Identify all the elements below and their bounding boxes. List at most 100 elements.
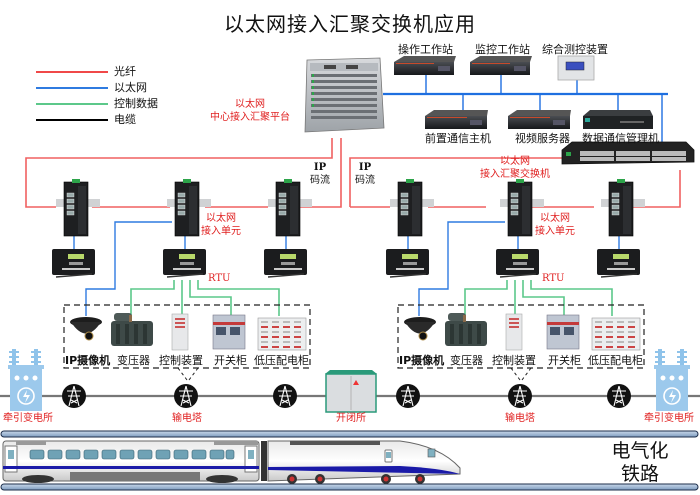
rtu-icon <box>163 249 206 278</box>
substation-label-right: 牵引变电所 <box>644 413 694 424</box>
rail-top <box>0 430 699 438</box>
traction-substation-left-icon <box>8 349 44 411</box>
rtu-label-left: RTU <box>208 273 231 284</box>
control-cabinet-icon <box>171 313 189 351</box>
control-cabinet-icon <box>505 313 523 351</box>
access-unit-label-right: 以太网 接入单元 <box>530 212 580 238</box>
rtu-icon <box>386 249 429 278</box>
legend-swatch-cable <box>36 119 108 121</box>
legend-label: 电缆 <box>114 113 136 126</box>
traction-substation-right-icon <box>654 349 690 411</box>
transformer-icon <box>111 313 153 346</box>
server-label: 前置通信主机 <box>425 132 491 145</box>
industrial-switch-icon <box>268 179 312 237</box>
data-comm-manager-icon <box>583 110 653 129</box>
railway-line2: 铁路 <box>620 463 659 485</box>
railway-label: 电气化 铁路 <box>600 440 680 486</box>
transmission-tower-icon <box>607 384 631 408</box>
device-label: 变压器 <box>117 354 150 367</box>
core-chassis-switch-icon <box>304 57 385 133</box>
core-platform-label: 以太网 中心接入汇聚平台 <box>205 98 295 124</box>
rtu-icon <box>496 249 539 278</box>
industrial-switch-icon <box>167 179 211 237</box>
aggregation-switch-label: 以太网 接入汇聚交换机 <box>470 155 560 181</box>
legend-swatch-fiber <box>36 71 108 73</box>
fiber-ring-right <box>349 157 681 208</box>
server-label: 操作工作站 <box>398 43 453 56</box>
bus-drops <box>425 75 663 146</box>
device-label: 开关柜 <box>548 354 581 367</box>
ip-text: IP <box>313 162 327 173</box>
legend-swatch-control-data <box>36 103 108 105</box>
legend-item-ethernet: 以太网 <box>36 81 236 95</box>
device-label: IP摄像机 <box>65 354 111 367</box>
transmission-tower-icon <box>62 384 86 408</box>
ip-stream-label-right: IP 码流 <box>350 161 380 187</box>
server-label: 数据通信管理机 <box>582 132 659 145</box>
legend-label: 控制数据 <box>114 97 158 110</box>
low-voltage-cabinet-icon <box>591 317 641 351</box>
stream-text: 码流 <box>310 175 330 186</box>
substation-label-left: 牵引变电所 <box>3 413 53 424</box>
switchgear-icon <box>212 314 246 350</box>
device-label: 控制装置 <box>159 354 203 367</box>
industrial-switch-icon <box>56 179 100 237</box>
low-voltage-cabinet-icon <box>257 317 307 351</box>
rtu-icon <box>52 249 95 278</box>
server-label: 视频服务器 <box>515 132 570 145</box>
core-label-line2: 中心接入汇聚平台 <box>210 112 290 123</box>
fiber-ring-left <box>25 138 342 208</box>
device-group-left <box>63 304 311 369</box>
transmission-tower-icon <box>174 384 198 408</box>
railway-line1: 电气化 <box>611 440 669 462</box>
rtu-units <box>52 249 640 278</box>
device-group-right <box>397 304 645 369</box>
industrial-switch-icon <box>601 179 645 237</box>
control-links-left <box>130 280 280 316</box>
device-label: 开关柜 <box>214 354 247 367</box>
ip-camera-icon <box>404 317 436 341</box>
tower-label-left: 输电塔 <box>172 413 202 424</box>
rail-bottom <box>0 483 699 491</box>
control-links-right <box>464 280 613 316</box>
monitoring-workstation-server-icon <box>470 56 532 75</box>
device-label: 低压配电柜 <box>254 354 309 367</box>
device-label: 控制装置 <box>492 354 536 367</box>
access-unit-label-left: 以太网 接入单元 <box>196 212 246 238</box>
legend-label: 以太网 <box>114 81 147 94</box>
ip-text: IP <box>358 162 372 173</box>
ip-camera-icon <box>70 317 102 341</box>
access-line1: 以太网 <box>206 213 236 224</box>
device-label: 低压配电柜 <box>588 354 643 367</box>
tower-label-right: 输电塔 <box>505 413 535 424</box>
high-speed-train-icon <box>2 440 461 484</box>
agg-line1: 以太网 <box>500 156 530 167</box>
access-line1: 以太网 <box>540 213 570 224</box>
legend-swatch-ethernet <box>36 87 108 89</box>
stream-text: 码流 <box>355 175 375 186</box>
measurement-control-device-icon <box>557 55 595 81</box>
server-label: 监控工作站 <box>475 43 530 56</box>
legend-item-control-data: 控制数据 <box>36 97 236 111</box>
switching-station-label: 开闭所 <box>336 413 366 424</box>
ethernet-links <box>73 221 620 316</box>
ip-stream-label-left: IP 码流 <box>305 161 335 187</box>
rtu-icon <box>264 249 307 278</box>
legend-item-cable: 电缆 <box>36 113 236 127</box>
operation-workstation-server-icon <box>394 56 456 75</box>
device-label: IP摄像机 <box>399 354 445 367</box>
legend-label: 光纤 <box>114 65 136 78</box>
industrial-switch-icon <box>500 179 544 237</box>
video-server-icon <box>508 110 571 129</box>
transmission-towers <box>62 384 631 408</box>
agg-line2: 接入汇聚交换机 <box>480 169 550 180</box>
switchgear-icon <box>546 314 580 350</box>
industrial-switches <box>56 179 645 237</box>
industrial-switch-icon <box>390 179 434 237</box>
switching-station-icon <box>325 370 377 413</box>
transformer-icon <box>445 313 487 346</box>
aggregation-switch-icon <box>561 141 695 165</box>
diagram-title: 以太网接入汇聚交换机应用 <box>224 12 476 36</box>
